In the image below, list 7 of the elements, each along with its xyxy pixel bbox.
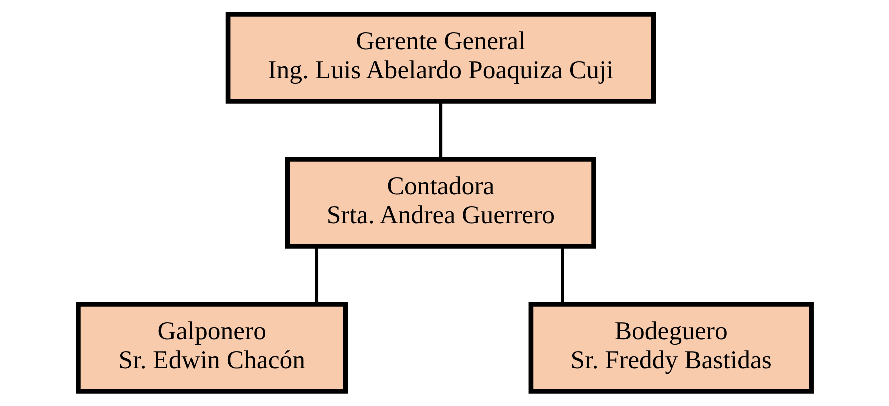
node-box: Contadora Srta. Andrea Guerrero bbox=[284, 157, 596, 249]
node-box: Galponero Sr. Edwin Chacón bbox=[76, 302, 348, 394]
connector bbox=[560, 246, 564, 304]
connector bbox=[438, 102, 442, 160]
node-box: Gerente General Ing. Luis Abelardo Poaquiza Cuji bbox=[225, 12, 656, 104]
node-box: Bodeguero Sr. Freddy Bastidas bbox=[528, 302, 814, 394]
connector bbox=[314, 246, 318, 304]
